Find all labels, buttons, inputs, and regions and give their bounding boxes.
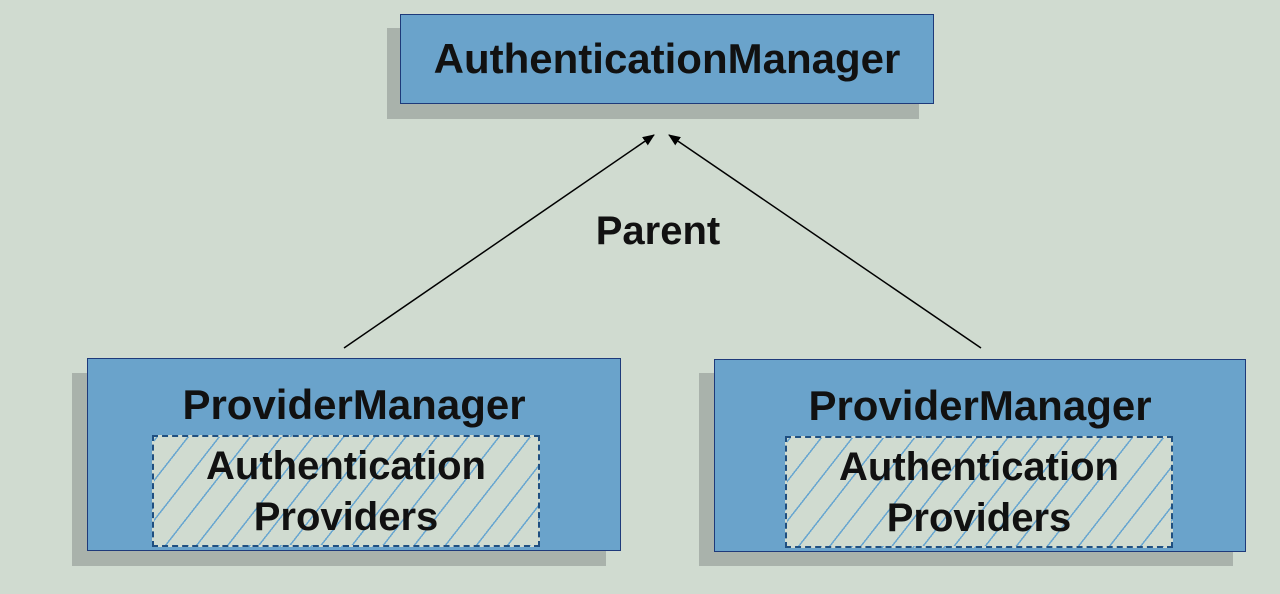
left-provider-manager-node: ProviderManager Authentication Providers (87, 358, 621, 551)
authentication-providers-line-2: Providers (253, 495, 439, 539)
authentication-providers-container: Authentication Providers (785, 436, 1173, 548)
authentication-providers-line-1: Authentication (206, 444, 486, 488)
authentication-providers-line-2: Providers (886, 496, 1072, 540)
left-parent-arrow (343, 134, 655, 349)
right-provider-manager-node: ProviderManager Authentication Providers (714, 359, 1246, 552)
provider-manager-label: ProviderManager (182, 381, 526, 428)
right-parent-arrow (668, 134, 982, 349)
authentication-manager-label: AuthenticationManager (433, 35, 901, 82)
parent-edge-label: Parent (595, 209, 721, 253)
authentication-providers-line-1: Authentication (839, 445, 1119, 489)
authentication-manager-node: AuthenticationManager (400, 14, 934, 104)
authentication-providers-container: Authentication Providers (152, 435, 540, 547)
provider-manager-label: ProviderManager (808, 382, 1152, 429)
